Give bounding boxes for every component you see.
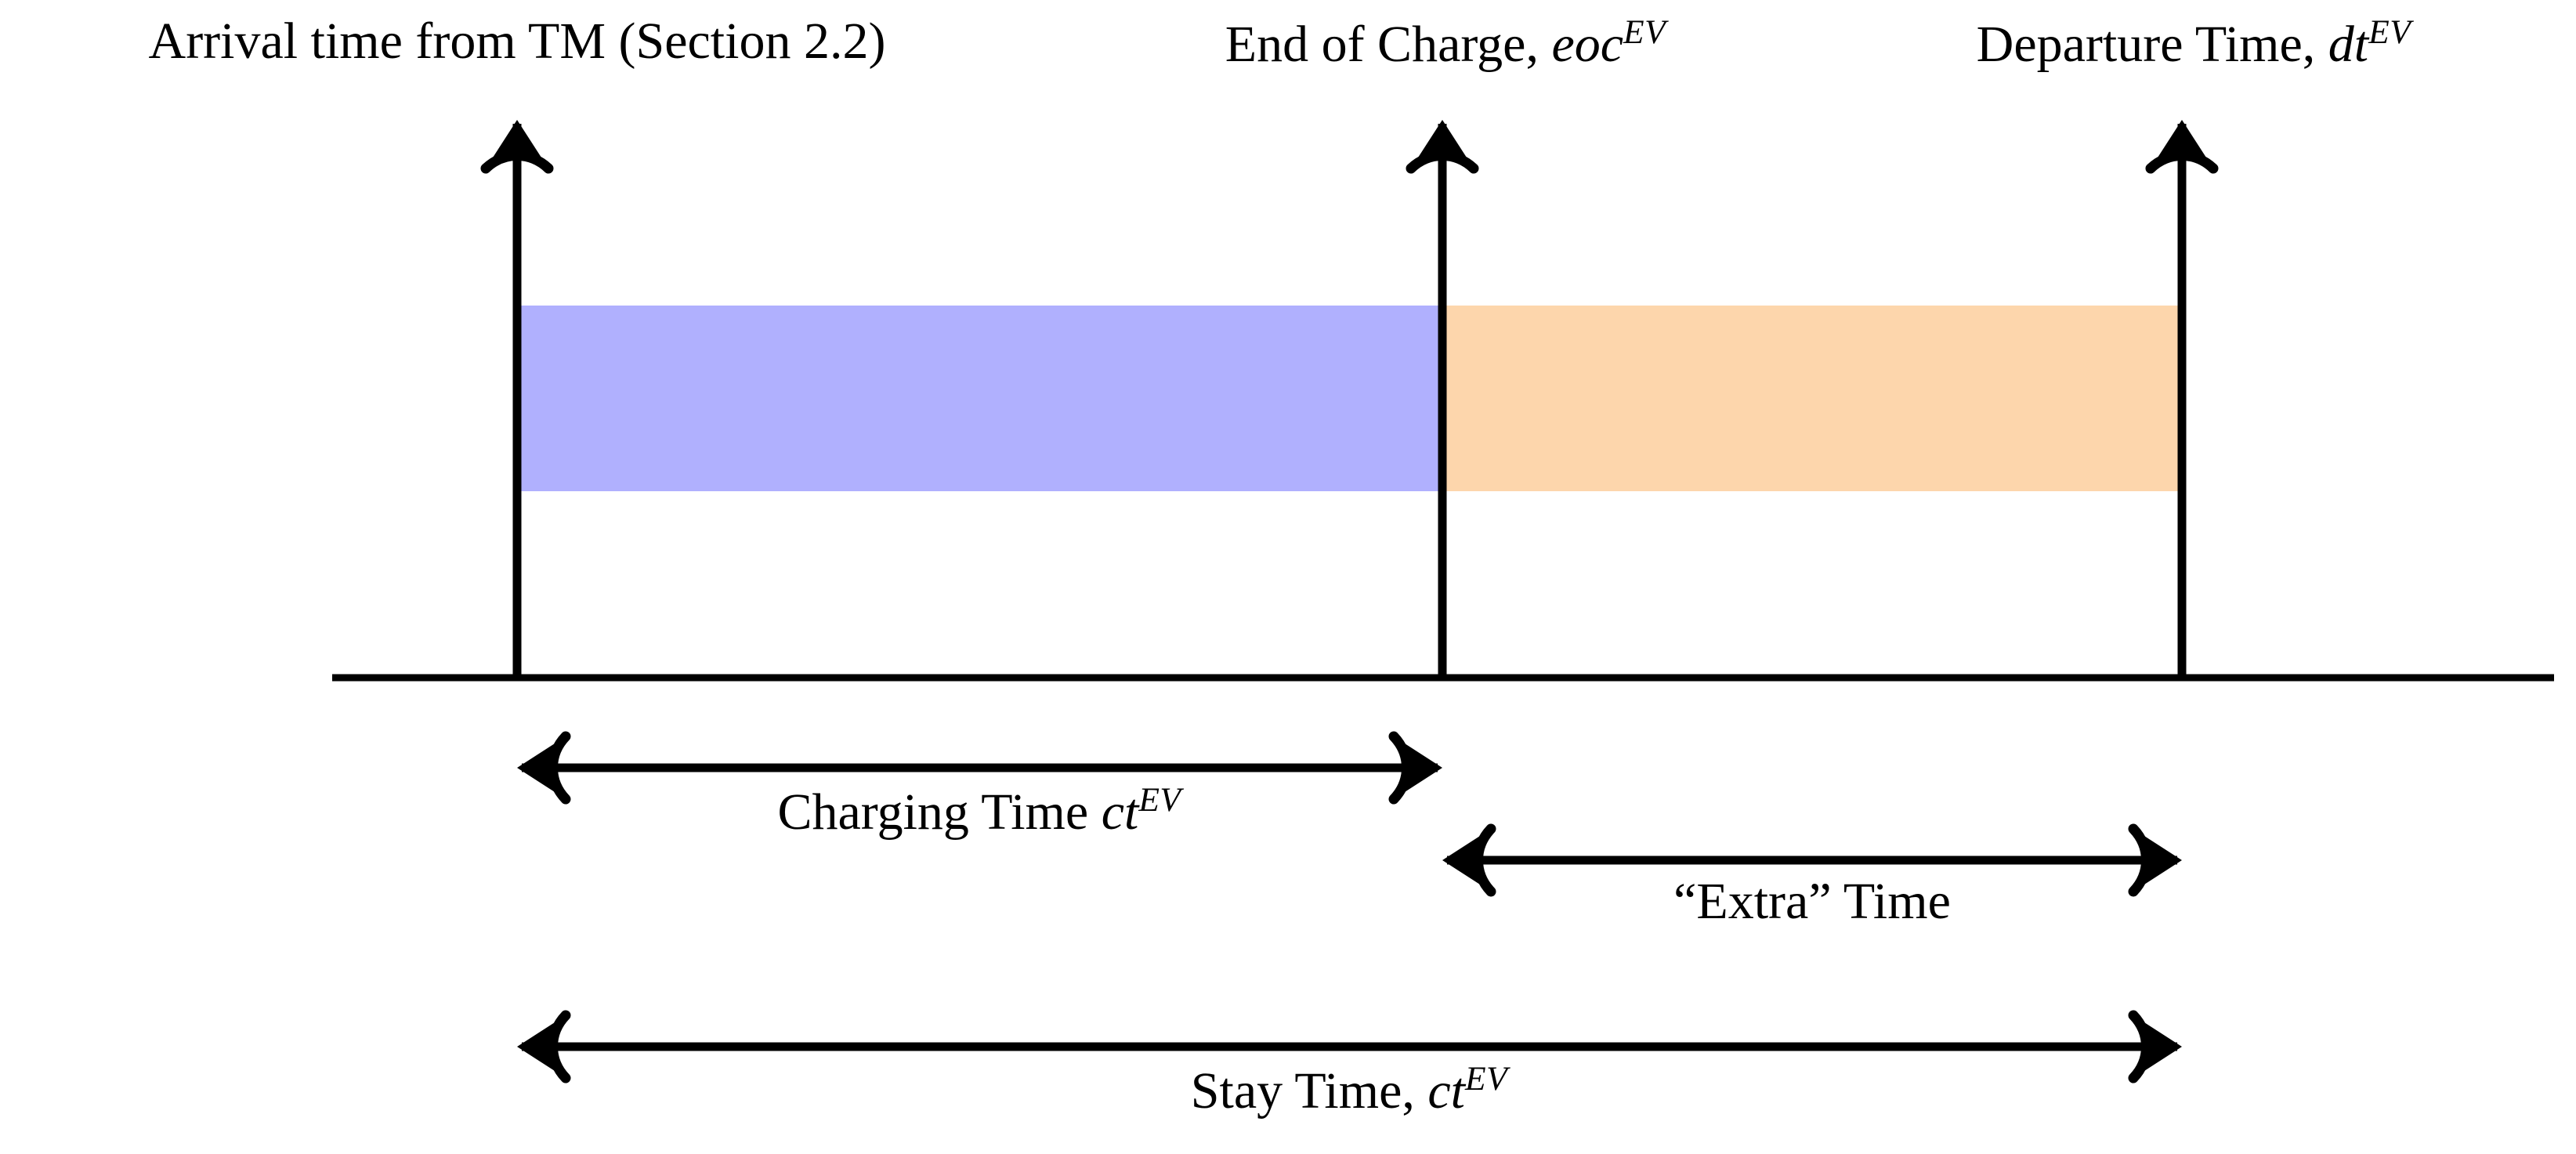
label-end-of-charge-superscript: EV [1623,13,1666,51]
label-end-of-charge: End of Charge, eocEV [1225,13,1666,73]
stay-time-arrow [517,1015,2182,1078]
label-departure-time: Departure Time, dtEV [1976,13,2411,73]
label-charging-time-symbol: ct [1101,783,1139,841]
extra-time-arrow [1442,829,2182,892]
label-extra-time: “Extra” Time [1673,876,1951,928]
label-stay-time-text: Stay Time, [1190,1062,1428,1120]
label-stay-time-superscript: EV [1465,1060,1508,1098]
label-departure-time-symbol: dt [2328,16,2369,73]
end-of-charge-marker [1411,120,1474,678]
extra-bar [1442,306,2180,491]
arrival-marker [486,120,548,678]
label-extra-time-text: “Extra” Time [1673,873,1951,930]
label-end-of-charge-symbol: eoc [1551,16,1624,73]
label-arrival-time-text: Arrival time from TM (Section 2.2) [148,13,886,70]
label-charging-time-text: Charging Time [777,783,1102,841]
label-departure-time-text: Departure Time, [1976,16,2328,73]
charging-time-arrow [517,736,1442,799]
departure-marker [2151,120,2213,678]
label-charging-time: Charging Time ctEV [777,783,1181,838]
charging-bar [519,306,1442,491]
label-end-of-charge-text: End of Charge, [1225,16,1552,73]
label-stay-time-symbol: ct [1427,1062,1466,1120]
label-arrival-time: Arrival time from TM (Section 2.2) [149,16,886,67]
label-departure-time-superscript: EV [2368,13,2411,51]
label-stay-time: Stay Time, ctEV [1191,1062,1507,1117]
label-charging-time-superscript: EV [1138,781,1181,819]
